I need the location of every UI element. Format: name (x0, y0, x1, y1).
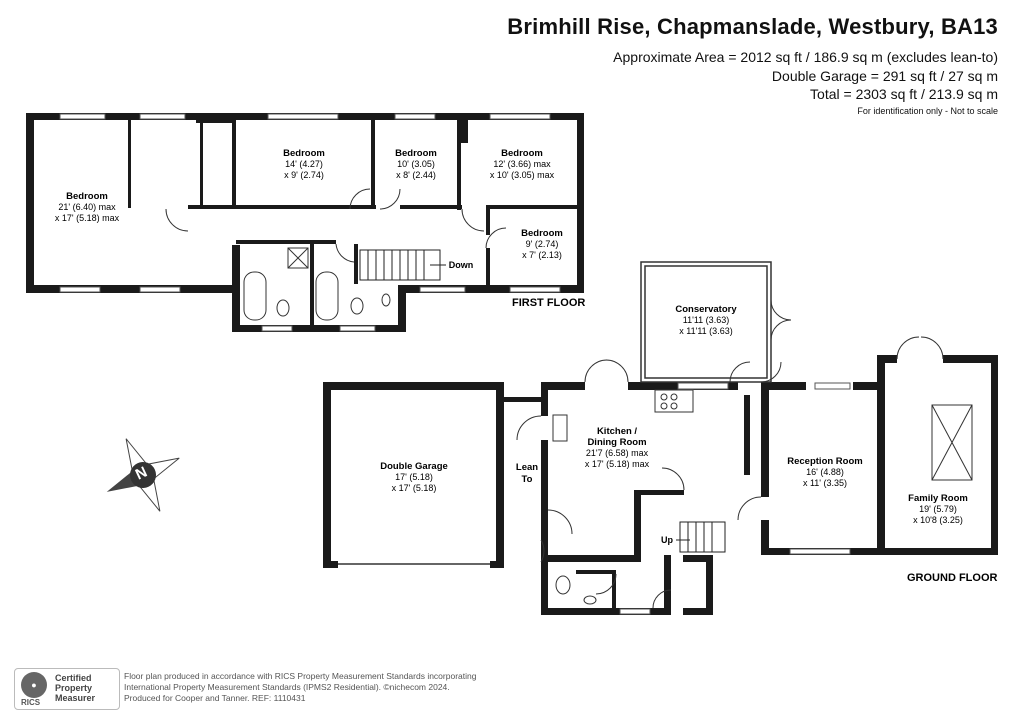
family-room-skylight (931, 404, 973, 481)
first-floor-label: FIRST FLOOR (512, 297, 585, 309)
identification-note: For identification only - Not to scale (857, 106, 998, 116)
bedroom3-name: Bedroom (395, 148, 437, 159)
compass-rose (106, 438, 180, 512)
garage-dim2: x 17' (5.18) (392, 483, 437, 493)
bedroom1-name: Bedroom (66, 191, 108, 202)
footer-line2: International Property Measurement Stand… (124, 682, 450, 692)
bedroom4-dim2: x 10' (3.05) max (490, 170, 555, 180)
property-title: Brimhill Rise, Chapmanslade, Westbury, B… (507, 14, 998, 39)
first-floor-windows (59, 113, 561, 332)
kitchen-dim1: 21'7 (6.58) max (586, 448, 649, 458)
bedroom2-dim1: 14' (4.27) (285, 159, 323, 169)
conservatory-frame (640, 261, 772, 383)
ground-floor-windows (619, 382, 851, 615)
conservatory-dim2: x 11'11 (3.63) (679, 326, 732, 336)
reception-dim1: 16' (4.88) (806, 467, 844, 477)
ground-floor-doors (516, 299, 944, 609)
footer-line1: Floor plan produced in accordance with R… (124, 671, 477, 681)
stairs-up-label: Up (661, 535, 673, 545)
garage-area-text: Double Garage = 291 sq ft / 27 sq m (771, 68, 998, 84)
bedroom3-dim1: 10' (3.05) (397, 159, 435, 169)
bedroom5-name: Bedroom (521, 228, 563, 239)
rics-certified-logo: ● RICS Certified Property Measurer (14, 668, 120, 710)
reception-dim2: x 11' (3.35) (803, 478, 847, 488)
first-floor-stairs (359, 249, 446, 281)
certified-text: Certified Property Measurer (55, 673, 95, 703)
kitchen-dim2: x 17' (5.18) max (585, 459, 650, 469)
total-area-text: Total = 2303 sq ft / 213.9 sq m (810, 86, 998, 102)
leanto-name-line2: To (522, 474, 533, 485)
bathroom-fixtures (243, 247, 391, 321)
first-floor-doors (165, 188, 507, 263)
bedroom1-dim2: x 17' (5.18) max (55, 213, 120, 223)
bedroom5-dim1: 9' (2.74) (526, 239, 559, 249)
approx-area-text: Approximate Area = 2012 sq ft / 186.9 sq… (613, 49, 998, 65)
stairs-down-label: Down (449, 260, 474, 270)
garage-dim1: 17' (5.18) (395, 472, 433, 482)
cert-line1: Certified (55, 673, 92, 683)
garage-name: Double Garage (380, 461, 448, 472)
cert-line2: Property (55, 683, 93, 693)
kitchen-fittings (552, 389, 694, 442)
bedroom2-dim2: x 9' (2.74) (284, 170, 324, 180)
conservatory-dim1: 11'11 (3.63) (683, 315, 729, 325)
kitchen-name-line2: Dining Room (587, 437, 646, 448)
leanto-name-line1: Lean (516, 462, 538, 473)
bedroom4-name: Bedroom (501, 148, 543, 159)
rics-emblem-icon: ● (21, 672, 47, 698)
bedroom4-dim1: 12' (3.66) max (493, 159, 551, 169)
bedroom3-dim2: x 8' (2.44) (396, 170, 436, 180)
kitchen-name-line1: Kitchen / (597, 426, 637, 437)
reception-name: Reception Room (787, 456, 862, 467)
bedroom5-dim2: x 7' (2.13) (522, 250, 562, 260)
cert-line3: Measurer (55, 693, 96, 703)
footer-disclaimer: Floor plan produced in accordance with R… (124, 671, 476, 704)
bedroom2-name: Bedroom (283, 148, 325, 159)
family-dim2: x 10'8 (3.25) (913, 515, 963, 525)
bedroom1-dim1: 21' (6.40) max (58, 202, 116, 212)
ground-floor-label: GROUND FLOOR (907, 572, 997, 584)
family-dim1: 19' (5.79) (919, 504, 957, 514)
family-name: Family Room (908, 493, 968, 504)
ground-floor-stairs (676, 521, 726, 553)
footer-line3: Produced for Cooper and Tanner. REF: 111… (124, 693, 306, 703)
conservatory-name: Conservatory (675, 304, 737, 315)
wc-fixtures (555, 575, 597, 605)
rics-wordmark: RICS (21, 698, 41, 707)
